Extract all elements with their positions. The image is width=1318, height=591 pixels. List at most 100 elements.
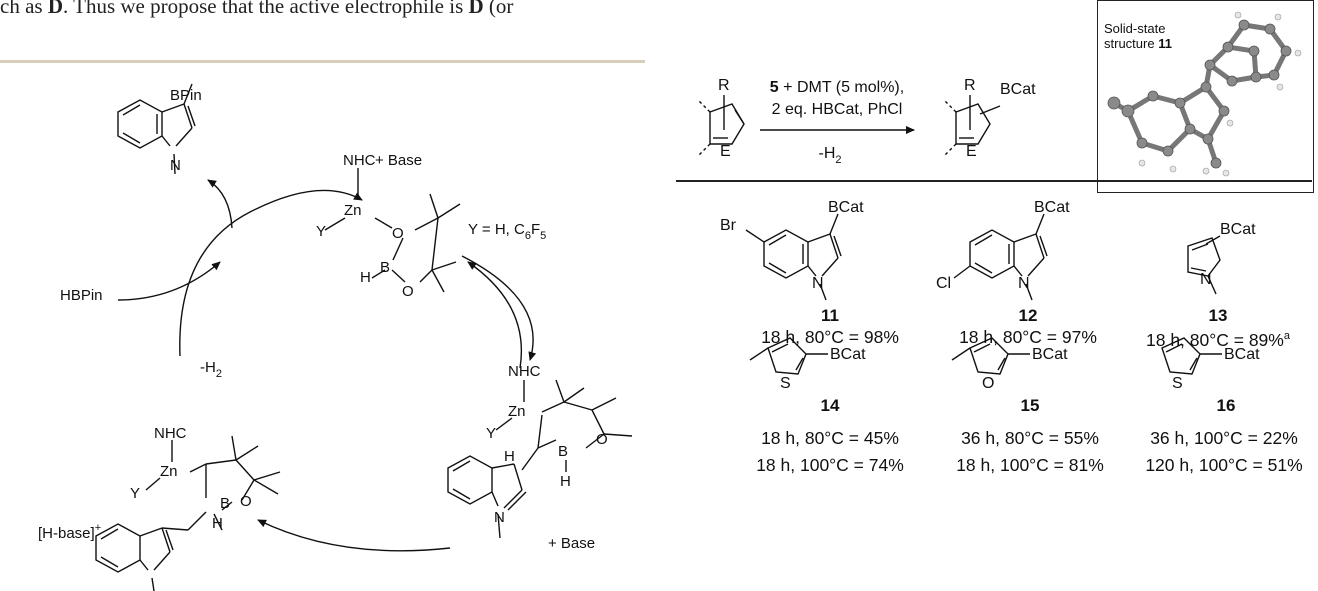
crystal-caption-line-1: Solid-state [1104, 21, 1166, 36]
h2-loss-label: -H2 [200, 359, 222, 380]
sm-r-label: R [718, 77, 730, 94]
compound-13-number: 13 [1208, 306, 1228, 325]
indolium-borate-intermediate [447, 379, 633, 539]
c11-br: Br [720, 217, 737, 234]
zn-bottom-label: Zn [160, 463, 178, 480]
zn-top-label: Zn [344, 202, 362, 219]
crystal-caption-line-2: structure 11 [1104, 36, 1172, 51]
product-r-label: R [964, 77, 976, 94]
crystal-caption-bold: 11 [1158, 36, 1172, 51]
y-def-mid: F [531, 221, 540, 238]
y-top-label: Y [316, 223, 326, 240]
hbpin-label: HBPin [60, 287, 103, 304]
compound-15-conditions-2: 18 h, 100°C = 81% [956, 455, 1104, 475]
reagent-line-2: 2 eq. HBCat, PhCl [772, 101, 903, 118]
substrate-structures: BCat Br N BCat Cl N BCat N S BCat O BCat… [720, 200, 1260, 392]
cycle-arrows [117, 179, 537, 552]
reaction-scheme: R E R E BCat 5 + DMT (5 mol%), 2 eq. HBC… [697, 77, 1036, 166]
body-text-fragment: ch as D. Thus we propose that the active… [0, 0, 513, 19]
product-e-label: E [966, 143, 977, 160]
h-bottom-label: H [212, 515, 223, 532]
b-top-label: B [380, 259, 390, 276]
h2-loss-sub: 2 [216, 368, 222, 380]
crystal-structure-image [1107, 11, 1302, 177]
c11-bcat: BCat [828, 200, 864, 216]
reagent-line-3-text: -H [818, 145, 835, 162]
product-n-label: N [170, 157, 181, 174]
h-base-label: [H-base]+ [38, 522, 101, 542]
c13-bcat: BCat [1220, 221, 1256, 238]
c12-bcat: BCat [1034, 200, 1070, 216]
section-rule [0, 60, 645, 63]
c12-n: N [1018, 275, 1030, 292]
h2-loss-text: -H [200, 359, 216, 376]
nhc-bottom-label: NHC [154, 425, 187, 442]
compound-14-structure [749, 337, 828, 375]
zinc-pinacol-intermediate-top [324, 168, 461, 293]
o-bottom-label: O [240, 493, 252, 510]
c12-cl: Cl [936, 275, 951, 292]
compound-15-structure [951, 337, 1030, 375]
compound-12-number: 12 [1018, 306, 1038, 325]
body-text-prefix: ch as [0, 0, 48, 18]
c11-n: N [812, 275, 824, 292]
crystal-structure-frame: Solid-state structure 11 [1097, 0, 1314, 193]
c15-o: O [982, 375, 994, 392]
c16-bcat: BCat [1224, 346, 1260, 363]
compound-16-conditions-1: 36 h, 100°C = 22% [1150, 428, 1298, 448]
y-bottom-label: Y [130, 485, 140, 502]
o-right-label: O [596, 431, 608, 448]
c14-bcat: BCat [830, 346, 866, 363]
compound-13-structure [1187, 235, 1221, 295]
y-def-sub-1: 6 [525, 230, 531, 242]
compound-13-conditions-text: 18 h, 80°C = 89% [1146, 330, 1284, 350]
y-def-text: Y = H, C [468, 221, 525, 238]
product-bcat-label: BCat [1000, 81, 1036, 98]
nhc-right-label: NHC [508, 363, 541, 380]
sm-e-label: E [720, 143, 731, 160]
crystal-caption: Solid-state structure 11 [1104, 21, 1172, 51]
o-top-label-2: O [402, 283, 414, 300]
c13-n: N [1200, 271, 1212, 288]
product-indole-structure [117, 83, 196, 175]
o-top-label-1: O [392, 225, 404, 242]
reagent-line-3-sub: 2 [835, 154, 841, 166]
compound-14-conditions-1: 18 h, 80°C = 45% [761, 428, 899, 448]
scheme-divider [676, 180, 1312, 182]
compound-15-conditions-1: 36 h, 80°C = 55% [961, 428, 1099, 448]
compound-16-structure [1161, 337, 1222, 375]
y-right-label: Y [486, 425, 496, 442]
h-top-label: H [360, 269, 371, 286]
c14-s: S [780, 375, 791, 392]
compound-11-number: 11 [821, 306, 839, 325]
c15-bcat: BCat [1032, 346, 1068, 363]
compound-12-conditions: 18 h, 80°C = 97% [959, 327, 1097, 347]
product-bpin-label: BPin [170, 87, 202, 104]
compound-16-number: 16 [1216, 396, 1236, 415]
compound-11-structure [745, 213, 842, 301]
base-bottom-label: + Base [548, 535, 595, 552]
h-indolium-label: H [504, 448, 515, 465]
body-text-bold-1: D [47, 0, 63, 18]
product-heteroarene [955, 103, 991, 145]
reagent-line-1-text: + DMT (5 mol%), [779, 79, 905, 96]
b-bottom-label: B [220, 495, 230, 512]
sm-heteroarene [709, 103, 745, 145]
body-text-suffix: (or [483, 0, 514, 18]
c16-s: S [1172, 375, 1183, 392]
compound-14-conditions-2: 18 h, 100°C = 74% [756, 455, 904, 475]
h-base-sup: + [95, 522, 101, 534]
compound-16-conditions-2: 120 h, 100°C = 51% [1145, 455, 1303, 475]
reagent-line-1: 5 + DMT (5 mol%), [770, 79, 904, 96]
zinc-borate-indole-intermediate [95, 435, 281, 591]
reagent-line-3: -H2 [818, 145, 841, 166]
reagent-bold-5: 5 [770, 79, 779, 96]
nhc-top-label: NHC [343, 152, 376, 169]
compound-13-conditions: 18 h, 80°C = 89%a [1118, 330, 1318, 351]
base-top-label: + Base [375, 152, 422, 169]
y-def-sub-2: 5 [540, 230, 546, 242]
compound-11-conditions: 18 h, 80°C = 98% [761, 327, 899, 347]
h-base-text: [H-base] [38, 525, 95, 542]
b-right-label: B [558, 443, 568, 460]
n-indolium-label: N [494, 509, 505, 526]
